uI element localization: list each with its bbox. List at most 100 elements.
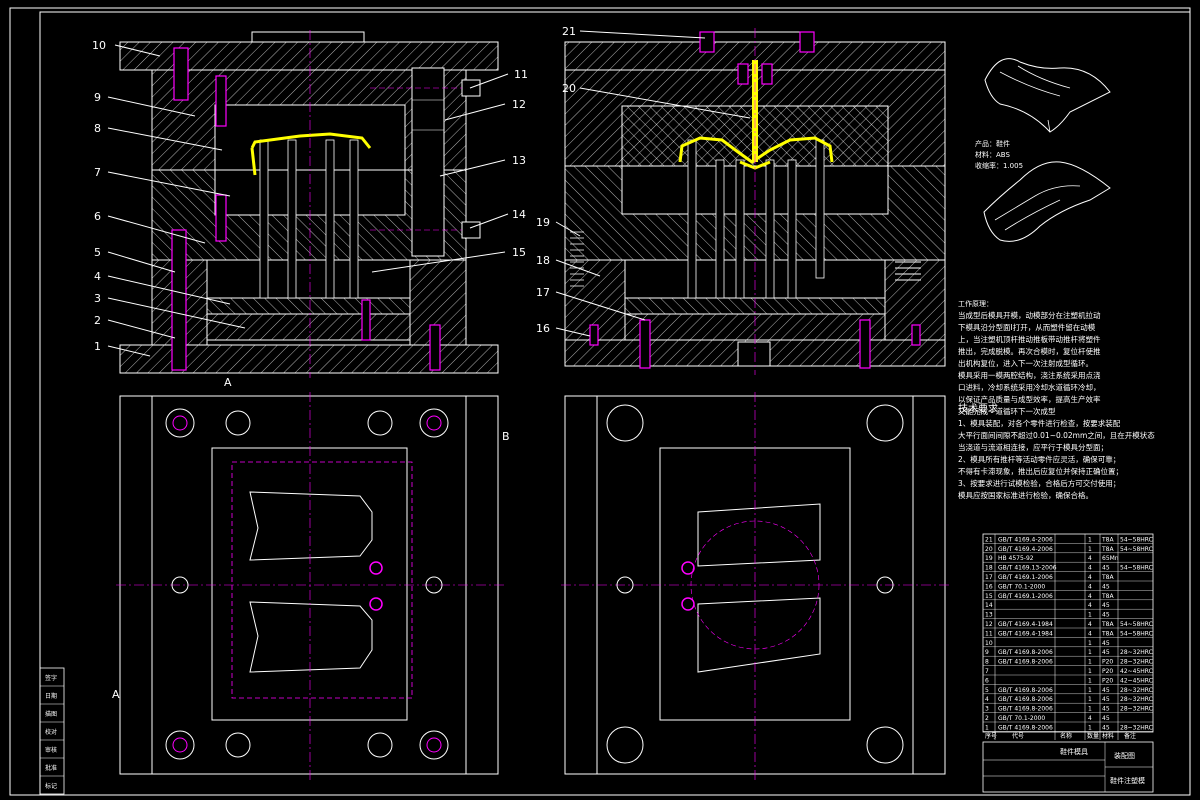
tech-line: 3、按要求进行试模检验，合格后方可交付使用；: [958, 478, 1120, 488]
bom-header-row: 序号 代号 名称 数量 材料 备注: [985, 732, 1136, 740]
bom-cell-no: 14: [985, 602, 993, 609]
bom-header-mat: 材料: [1102, 732, 1114, 740]
bom-cell-note: 28~32HRC: [1120, 706, 1153, 713]
section-mark-a-left: A: [112, 688, 120, 701]
bom-cell-mat: 45: [1102, 649, 1110, 656]
principle-line: 模具采用一模两腔结构，浇注系统采用点浇: [958, 370, 1101, 380]
bom-cell-note: 54~58HRC: [1120, 621, 1153, 628]
bom-cell-qty: 1: [1088, 724, 1092, 731]
principle-line: 又能完成一道循环下一次成型: [958, 406, 1056, 416]
principle-line: 上，当注塑机顶杆推动推板带动推杆将塑件: [958, 334, 1101, 344]
bom-cell-mat: 45: [1102, 696, 1110, 703]
bom-cell-mat: 45: [1102, 612, 1110, 619]
part-label-13: 13: [512, 154, 526, 167]
bom-cell-no: 1: [985, 724, 989, 731]
part-label-10: 10: [92, 39, 106, 52]
strip-label: 描图: [45, 710, 57, 718]
right-plan-view: [561, 392, 949, 780]
bom-cell-std: GB/T 4169.4-2006: [998, 536, 1053, 543]
bom-cell-mat: 45: [1102, 724, 1110, 731]
bom-cell-mat: 45: [1102, 715, 1110, 722]
part-label-2: 2: [94, 314, 101, 327]
bom-cell-std: GB/T 70.1-2000: [998, 715, 1045, 722]
bom-cell-mat: 45: [1102, 583, 1110, 590]
part-label-4: 4: [94, 270, 101, 283]
bom-cell-mat: T8A: [1101, 546, 1114, 553]
left-plan-view: A B A: [112, 376, 510, 780]
bom-cell-mat: T8A: [1101, 536, 1114, 543]
bom-cell-mat: T8A: [1101, 630, 1114, 637]
bom-cell-qty: 1: [1088, 706, 1092, 713]
bom-cell-no: 18: [985, 565, 993, 572]
drawing-type: 装配图: [1114, 751, 1135, 760]
bom-cell-no: 9: [985, 649, 989, 656]
part-label-15: 15: [512, 246, 526, 259]
bom-cell-std: GB/T 4169.1-2006: [998, 574, 1053, 581]
principle-line: 出机构复位，进入下一次注射成型循环。: [958, 358, 1093, 368]
bom-cell-qty: 1: [1088, 687, 1092, 694]
bom-cell-std: GB/T 70.1-2000: [998, 583, 1045, 590]
tech-line: 2、模具所有推杆等活动零件应灵活，确保可靠；: [958, 454, 1120, 464]
bom-cell-qty: 4: [1088, 574, 1092, 581]
left-strip: 签字 日期 描图 校对 审核 批准 标记: [39, 667, 65, 795]
part-label-19: 19: [536, 216, 550, 229]
left-part-labels: 10 9 8 7 6 5 4 3 2 1 11 12 13 14 15: [92, 39, 528, 357]
product-iso-view: 产品：鞋件 材料：ABS 收缩率：1.005: [975, 58, 1111, 242]
bom-cell-std: GB/T 4169.8-2006: [998, 687, 1053, 694]
principle-line: 下模具沿分型面I打开，从而塑件留在动模: [958, 322, 1096, 332]
part-label-7: 7: [94, 166, 101, 179]
right-section-view: [564, 28, 946, 375]
part-label-17: 17: [536, 286, 550, 299]
bom-cell-no: 2: [985, 715, 989, 722]
bom-cell-mat: P20: [1102, 677, 1113, 684]
principle-line: 推出，完成脱模。再次合模时，复位杆使推: [958, 346, 1101, 356]
bom-cell-note: 42~45HRC: [1120, 677, 1153, 684]
bom-cell-no: 15: [985, 593, 993, 600]
bom-cell-mat: P20: [1102, 668, 1113, 675]
strip-label: 批准: [45, 764, 57, 772]
part-label-16: 16: [536, 322, 550, 335]
bom-cell-mat: T8A: [1101, 574, 1114, 581]
bom-cell-no: 6: [985, 677, 989, 684]
bom-cell-note: 28~32HRC: [1120, 659, 1153, 666]
product-name: 产品：鞋件: [975, 139, 1010, 148]
bom-cell-std: GB/T 4169.8-2006: [998, 696, 1053, 703]
bom-cell-no: 4: [985, 696, 989, 703]
principle-line: 当成型后模具开模，动模部分在注塑机拉动: [958, 310, 1101, 320]
bom-cell-qty: 4: [1088, 621, 1092, 628]
bom-cell-no: 5: [985, 687, 989, 694]
bom-cell-qty: 4: [1088, 555, 1092, 562]
school-name: 鞋件注塑模: [1110, 776, 1145, 785]
section-mark-a-top: A: [224, 376, 232, 389]
bom-header-qty: 数量: [1087, 732, 1099, 740]
working-principle: 工作原理： 当成型后模具开模，动模部分在注塑机拉动 下模具沿分型面I打开，从而塑…: [958, 299, 1101, 416]
product-shrinkage: 收缩率：1.005: [975, 161, 1023, 170]
bom-cell-qty: 4: [1088, 583, 1092, 590]
tech-line: 当浇道与流道相连接，应平行于模具分型面；: [958, 442, 1108, 452]
bom-cell-std: GB/T 4169.8-2006: [998, 659, 1053, 666]
title-block: 鞋件模具 装配图 鞋件注塑模: [982, 741, 1154, 793]
strip-label: 签字: [45, 674, 57, 682]
bom-cell-qty: 4: [1088, 565, 1092, 572]
bom-cell-no: 7: [985, 668, 989, 675]
principle-line: 口进料，冷却系统采用冷却水道循环冷却，: [958, 382, 1101, 392]
bom-cell-no: 10: [985, 640, 993, 647]
bom-cell-qty: 1: [1088, 612, 1092, 619]
part-label-14: 14: [512, 208, 526, 221]
bom-cell-std: HB 4575-92: [998, 555, 1034, 562]
part-label-11: 11: [514, 68, 528, 81]
technical-requirements: 技术要求 1、模具装配，对各个零件进行检查，按要求装配 大平行面间间隙不超过0.…: [958, 402, 1155, 500]
bom-cell-note: 28~32HRC: [1120, 649, 1153, 656]
bom-cell-mat: 45: [1102, 602, 1110, 609]
bom-cell-std: GB/T 4169.4-1984: [998, 621, 1053, 628]
bom-cell-mat: P20: [1102, 659, 1113, 666]
bom-cell-qty: 4: [1088, 630, 1092, 637]
bom-cell-no: 16: [985, 583, 993, 590]
bom-cell-no: 8: [985, 659, 989, 666]
tech-line: 模具应按国家标准进行检验，确保合格。: [958, 490, 1093, 500]
bom-cell-no: 13: [985, 612, 993, 619]
tech-title: 技术要求: [958, 402, 998, 415]
bom-header-name: 名称: [1060, 732, 1072, 740]
bom-cell-std: GB/T 4169.8-2006: [998, 706, 1053, 713]
